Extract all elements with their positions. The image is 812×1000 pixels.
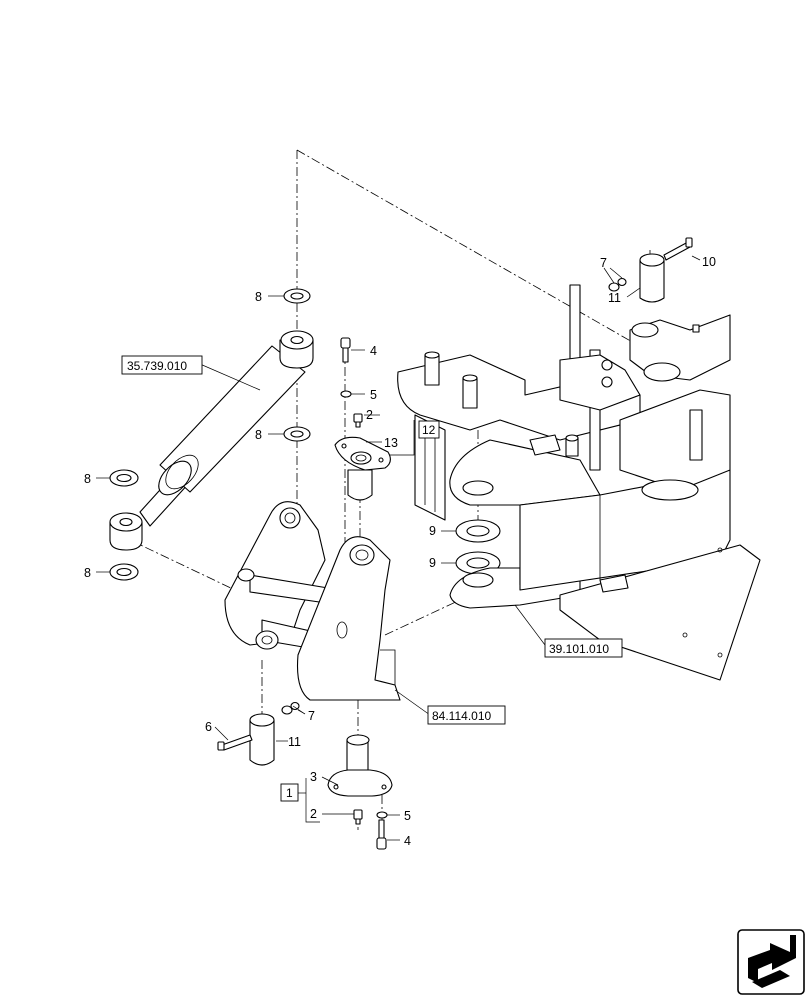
callout-4: 4	[370, 344, 377, 358]
ref-cylinder: 35.739.010	[127, 359, 187, 373]
hydraulic-cylinder[interactable]	[109, 330, 314, 551]
callout-8: 8	[84, 472, 91, 486]
exploded-view-arrow-icon[interactable]	[737, 929, 805, 995]
washer-8-top[interactable]	[283, 288, 311, 304]
bolt-4-bottom[interactable]	[376, 819, 387, 850]
callout-7: 7	[600, 256, 607, 270]
callout-4: 4	[404, 834, 411, 848]
callout-10: 10	[702, 255, 716, 269]
washer-8-mid[interactable]	[283, 426, 311, 442]
bolt-4-top[interactable]	[340, 337, 351, 363]
callout-2: 2	[366, 408, 373, 422]
callout-labels: 8 8 8 8 4 5 2 13 7 10 11 9 9 6 7 11 3 2 …	[84, 255, 716, 848]
ref-box-cylinder[interactable]: 35.739.010	[121, 355, 203, 375]
callout-5: 5	[370, 388, 377, 402]
main-frame[interactable]	[397, 284, 761, 681]
ref-frame: 39.101.010	[549, 642, 609, 656]
callout-11: 11	[288, 735, 301, 749]
callout-3: 3	[310, 770, 317, 784]
ref-bracket: 84.114.010	[432, 709, 491, 723]
pin-11-top[interactable]	[639, 253, 665, 303]
callout-13: 13	[384, 436, 398, 450]
nut-7-top[interactable]	[608, 277, 627, 292]
pin-13[interactable]	[334, 436, 391, 501]
callout-box-1[interactable]: 1	[280, 783, 299, 802]
callout-9: 9	[429, 524, 436, 538]
callout-11: 11	[608, 291, 621, 305]
callout-5: 5	[404, 809, 411, 823]
callout-7: 7	[308, 709, 315, 723]
callout-9: 9	[429, 556, 436, 570]
washer-5-bottom[interactable]	[376, 811, 388, 819]
callout-6: 6	[205, 720, 212, 734]
bolt-6[interactable]	[217, 734, 253, 751]
grease-nipple-2-top[interactable]	[353, 413, 363, 428]
callout-2: 2	[310, 807, 317, 821]
pin-3[interactable]	[327, 734, 393, 797]
pin-11-bottom[interactable]	[249, 713, 275, 766]
washer-5-top[interactable]	[340, 390, 352, 398]
callout-1: 1	[286, 786, 293, 800]
callout-12: 12	[422, 423, 436, 437]
callout-8: 8	[255, 290, 262, 304]
grease-nipple-2-bottom[interactable]	[353, 809, 363, 825]
bolt-10[interactable]	[663, 237, 693, 261]
callout-8: 8	[255, 428, 262, 442]
washer-8-bottom[interactable]	[109, 563, 139, 581]
callout-8: 8	[84, 566, 91, 580]
swing-bracket[interactable]	[224, 501, 401, 701]
assembly-lines	[129, 149, 656, 830]
washer-8-left[interactable]	[109, 469, 139, 487]
ref-box-bracket[interactable]: 84.114.010	[427, 705, 506, 725]
washer-9-top[interactable]	[455, 519, 501, 543]
leader-lines	[96, 255, 701, 841]
callout-box-12[interactable]: 12	[418, 420, 440, 439]
nut-7-bottom[interactable]	[281, 701, 300, 715]
ref-box-frame[interactable]: 39.101.010	[544, 638, 623, 658]
